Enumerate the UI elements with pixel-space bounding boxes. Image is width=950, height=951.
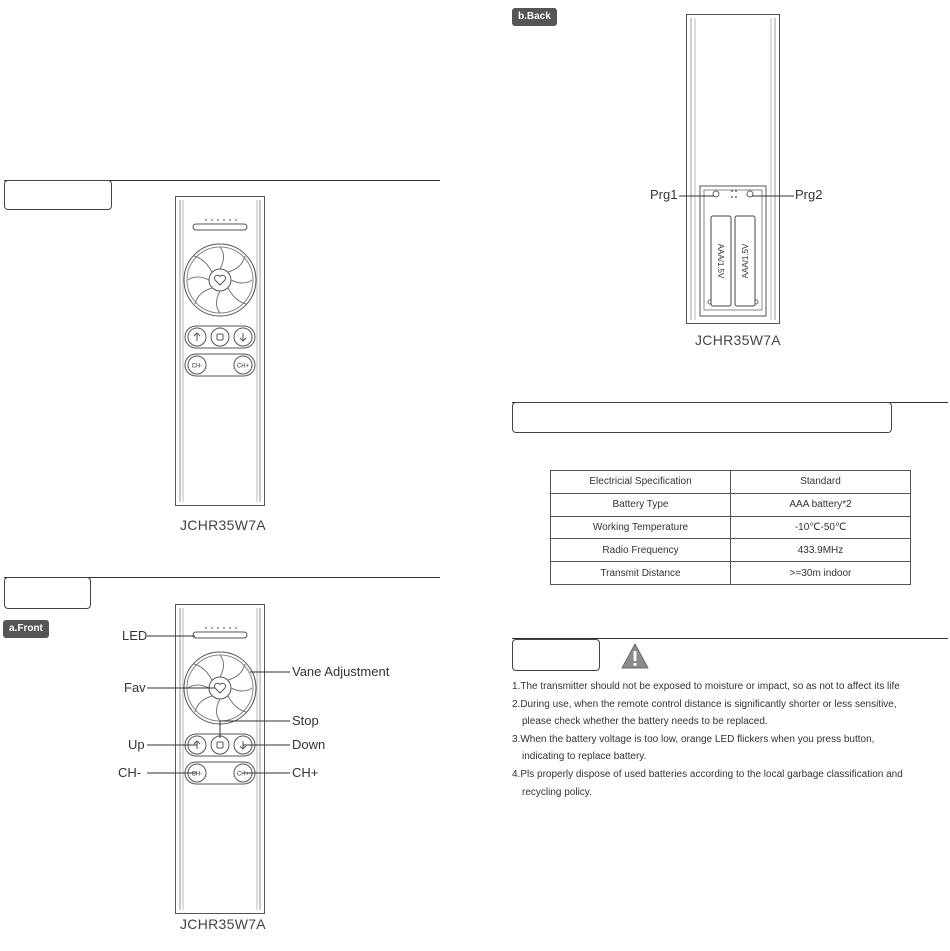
note-text-cont: please check whether the battery needs t… [522,716,768,728]
callout-ch-plus: CH+ [292,765,319,780]
callout-fav: Fav [124,680,146,695]
btn-label-ch-plus-2: CH+ [237,772,250,778]
remote-front-annotated: CH- CH+ [175,604,265,914]
spec-key: Transmit Distance [550,561,731,585]
spec-key: Battery Type [550,492,731,517]
list-item: 3.When the battery voltage is too low, o… [512,731,944,766]
spec-value: AAA battery*2 [730,492,911,517]
list-item: 2.During use, when the remote control di… [512,696,944,731]
battery-label-1: AAA/1.5V [716,244,725,279]
section-tab-2 [4,577,91,609]
section-rule-1 [4,180,440,181]
model-label-top: JCHR35W7A [180,517,266,533]
notes-list: 1.The transmitter should not be exposed … [512,678,944,801]
model-label-back: JCHR35W7A [695,332,781,348]
spec-key: Electricial Specification [550,470,731,494]
warning-icon [621,643,649,669]
note-text: 2.During use, when the remote control di… [512,698,897,710]
table-row: Working Temperature-10℃-50℃ [550,515,911,540]
section-tab-1 [4,180,112,210]
note-text: 3.When the battery voltage is too low, o… [512,733,875,745]
section-rule-4 [512,638,948,639]
list-item: 4.Pls properly dispose of used batteries… [512,766,944,801]
note-text-cont: indicating to replace battery. [522,751,647,763]
remote-front-top: CH- CH+ [175,196,265,506]
spec-key: Radio Frequency [550,538,731,563]
spec-key: Working Temperature [550,515,731,540]
section-tab-3 [512,402,892,433]
callout-stop: Stop [292,713,319,728]
prg2-label: Prg2 [795,187,823,202]
spec-value: -10℃-50℃ [730,515,911,540]
callout-up: Up [128,737,145,752]
callout-down: Down [292,737,326,752]
prg1-label: Prg1 [650,187,678,202]
spec-value: >=30m indoor [730,561,911,585]
list-item: 1.The transmitter should not be exposed … [512,678,944,696]
btn-label-ch-minus: CH- [192,364,203,370]
spec-value: 433.9MHz [730,538,911,563]
remote-back: AAA/1.5V AAA/1.5V [686,14,780,324]
section-rule-2 [4,577,440,578]
note-text: 1.The transmitter should not be exposed … [512,681,900,692]
callout-ch-minus: CH- [118,765,142,780]
note-text-cont: recycling policy. [522,786,592,798]
note-text: 4.Pls properly dispose of used batteries… [512,768,903,780]
section-tab-4 [512,639,600,671]
spec-value: Standard [730,470,911,494]
btn-label-ch-minus-2: CH- [192,772,203,778]
callout-vane-adjustment: Vane Adjustment [292,664,390,679]
btn-label-ch-plus: CH+ [237,364,250,370]
back-tag: b.Back [512,8,557,26]
table-row: Transmit Distance>=30m indoor [550,561,911,585]
model-label-bottom: JCHR35W7A [180,916,266,932]
callout-led: LED [122,628,148,643]
front-tag: a.Front [3,620,49,638]
battery-label-2: AAA/1.5V [741,243,750,278]
